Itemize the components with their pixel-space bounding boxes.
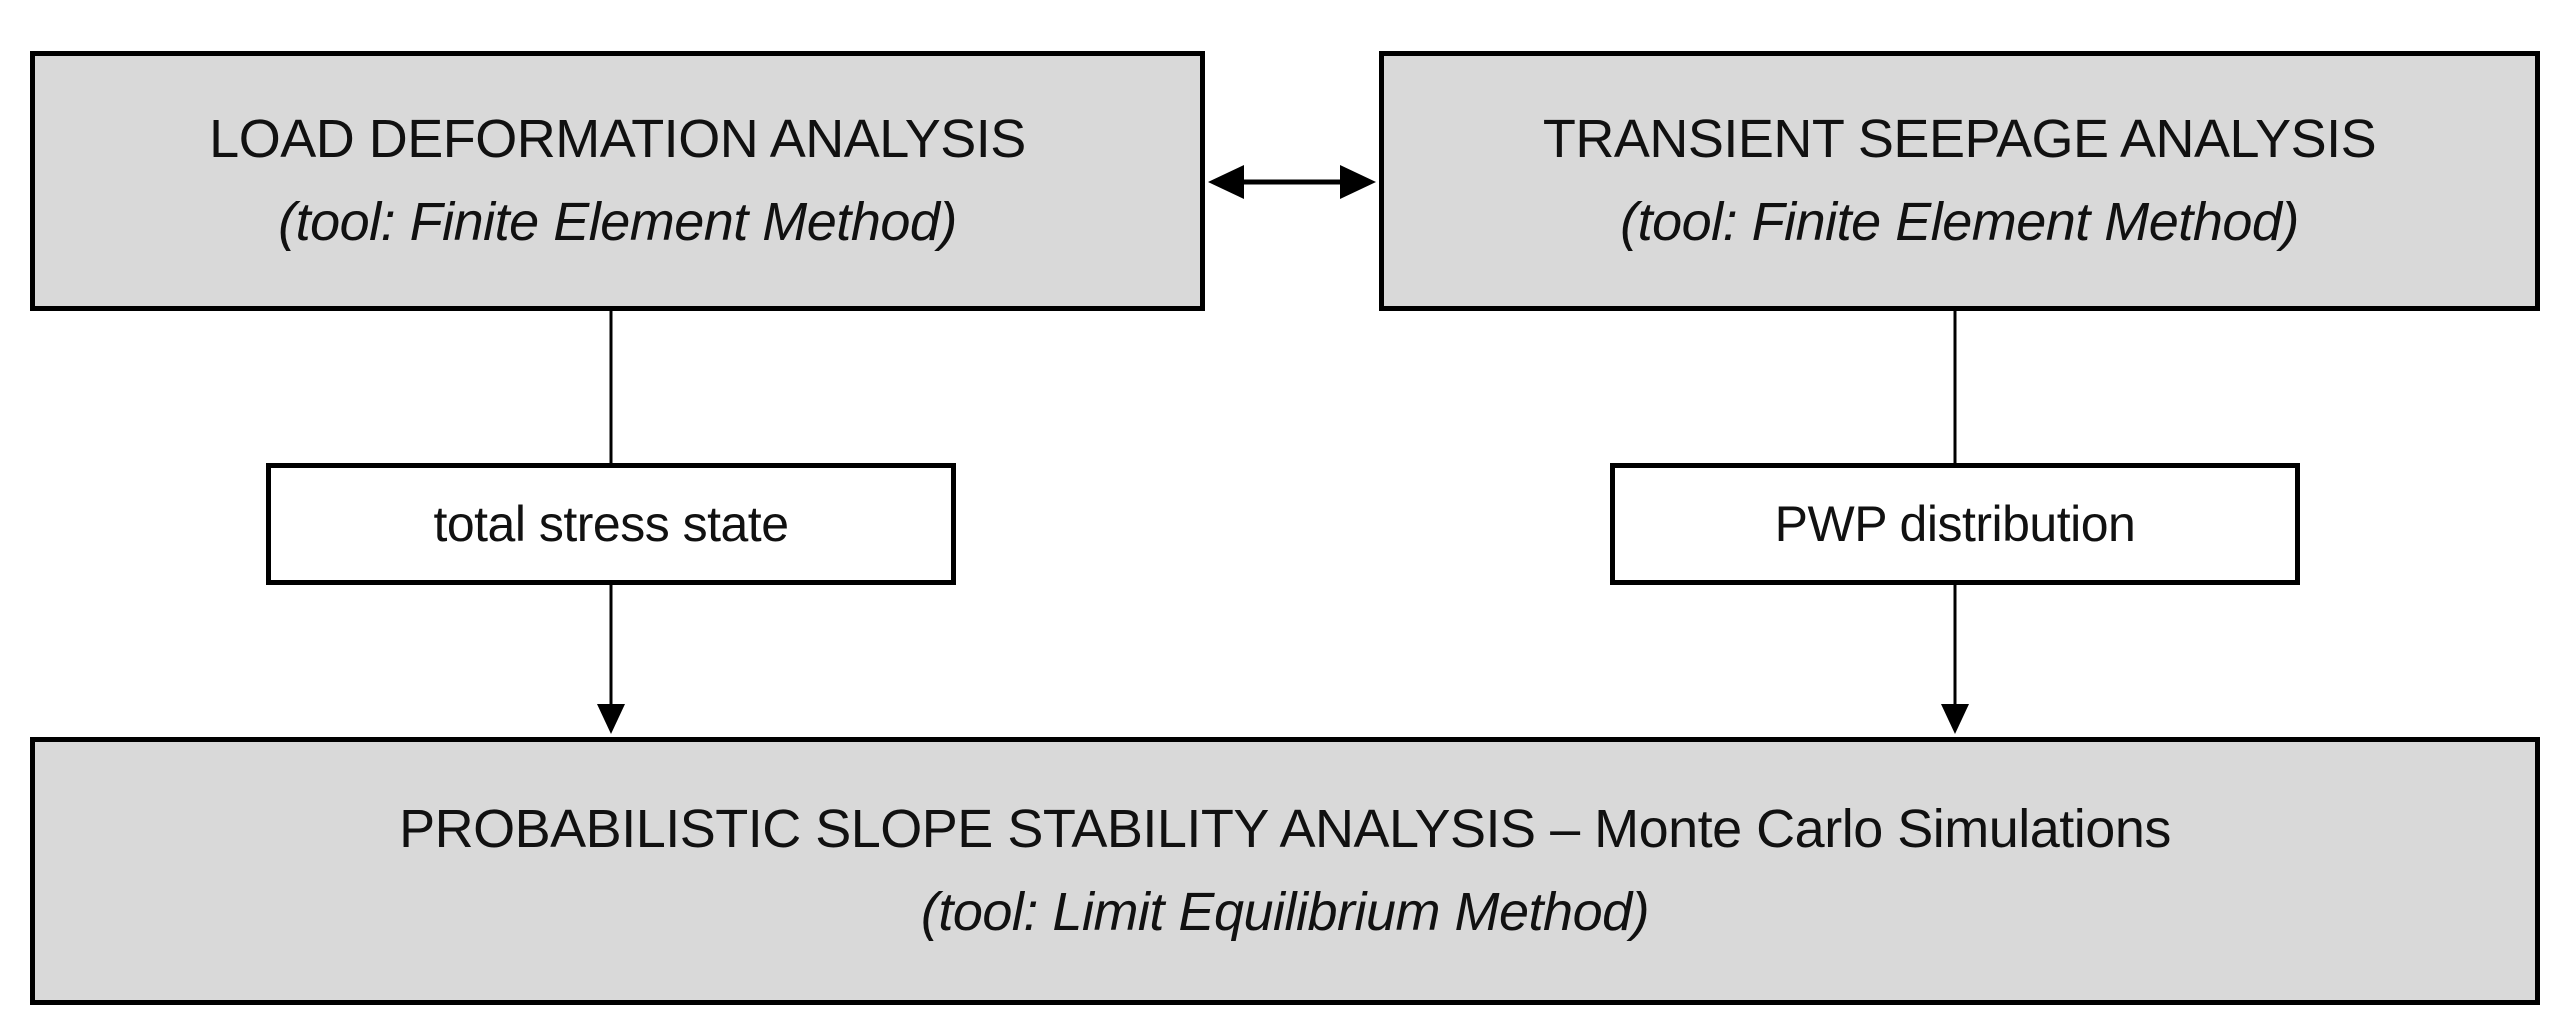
node-title: PROBABILISTIC SLOPE STABILITY ANALYSIS –… <box>399 799 2171 860</box>
node-subtitle: (tool: Finite Element Method) <box>278 192 957 252</box>
node-transient-seepage-analysis: TRANSIENT SEEPAGE ANALYSIS (tool: Finite… <box>1379 51 2540 311</box>
node-label: total stress state <box>433 496 789 552</box>
node-subtitle: (tool: Finite Element Method) <box>1620 192 2299 252</box>
arrow-pwp-to-probabilistic <box>1941 585 1969 734</box>
bidirectional-arrow-icon <box>1208 165 1376 199</box>
node-title: LOAD DEFORMATION ANALYSIS <box>209 109 1026 170</box>
node-load-deformation-analysis: LOAD DEFORMATION ANALYSIS (tool: Finite … <box>30 51 1205 311</box>
node-probabilistic-slope-stability: PROBABILISTIC SLOPE STABILITY ANALYSIS –… <box>30 737 2540 1005</box>
arrow-total-stress-to-probabilistic <box>597 585 625 734</box>
node-pwp-distribution: PWP distribution <box>1610 463 2300 585</box>
node-title: TRANSIENT SEEPAGE ANALYSIS <box>1542 109 2377 170</box>
node-label: PWP distribution <box>1774 496 2136 552</box>
node-subtitle: (tool: Limit Equilibrium Method) <box>920 882 1650 942</box>
node-total-stress-state: total stress state <box>266 463 956 585</box>
